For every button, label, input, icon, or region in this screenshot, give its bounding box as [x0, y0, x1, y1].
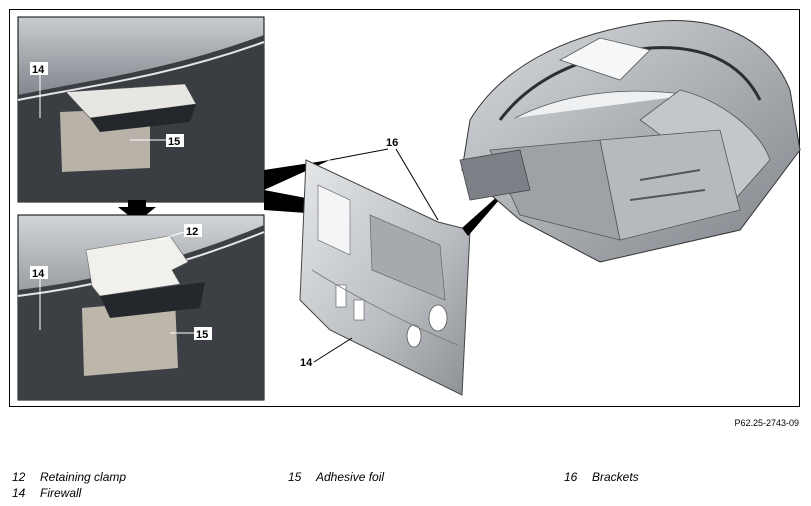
- callout-14-top: 14: [32, 64, 45, 76]
- legend-number: 12: [12, 470, 26, 484]
- callout-12: 12: [186, 226, 198, 238]
- legend-text: Brackets: [592, 470, 639, 484]
- inset-photo-foil: [17, 16, 265, 203]
- callout-14-panel: 14: [300, 357, 313, 369]
- legend-item: 15 Adhesive foil: [288, 470, 384, 484]
- car-body-shell: [459, 20, 801, 263]
- inset-bottom-callouts: 12 14 15: [30, 224, 212, 341]
- callout-14-bottom: 14: [32, 268, 45, 280]
- figure-code: P62.25-2743-09: [734, 418, 799, 428]
- legend-number: 14: [12, 486, 26, 500]
- callout-15-top: 15: [168, 136, 180, 148]
- down-arrow-icon: [118, 200, 156, 222]
- legend-text: Retaining clamp: [40, 470, 127, 484]
- legend-number: 15: [288, 470, 302, 484]
- legend-item: 14 Firewall: [12, 486, 81, 500]
- legend-number: 16: [564, 470, 578, 484]
- panel-callouts: 16 14: [300, 137, 439, 369]
- legend-item: 16 Brackets: [564, 470, 639, 484]
- callout-15-bottom: 15: [196, 329, 208, 341]
- inset-photo-clamp: [17, 214, 265, 401]
- legend-text: Adhesive foil: [316, 470, 385, 484]
- callout-16: 16: [386, 137, 398, 149]
- legend-item: 12 Retaining clamp: [12, 470, 126, 484]
- firewall-panel: [299, 159, 471, 396]
- inset-top-callouts: 14 15: [30, 62, 184, 148]
- legend-text: Firewall: [40, 486, 82, 500]
